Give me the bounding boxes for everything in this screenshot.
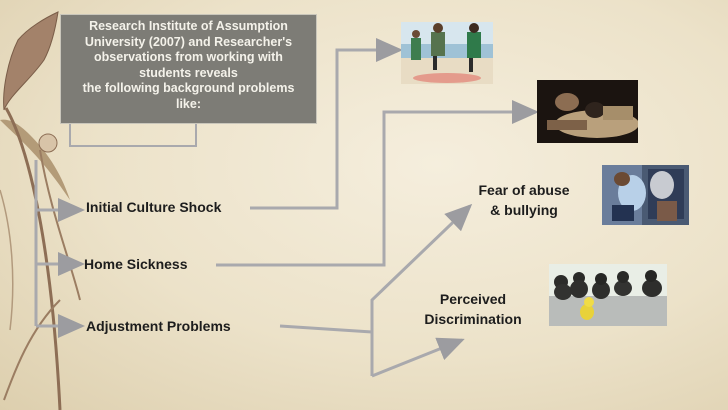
title-line: observations from working with [94, 50, 283, 65]
ducklings-photo [549, 264, 667, 326]
title-line: University (2007) and Researcher's [84, 34, 293, 49]
problem-initial-culture-shock: Initial Culture Shock [86, 199, 222, 215]
title-line: students reveals [139, 65, 238, 80]
outcome-line: Fear of abuse [478, 182, 570, 198]
title-line: Research Institute of Assumption [89, 19, 288, 33]
outcome-line: Discrimination [424, 311, 522, 327]
outcome-line: & bullying [490, 202, 558, 218]
problem-home-sickness: Home Sickness [84, 256, 188, 272]
title-line: like: [175, 96, 201, 111]
title-box: Research Institute of Assumption Univers… [60, 14, 317, 124]
outcome-perceived-discrimination: Perceived Discrimination [414, 289, 532, 329]
bullying-photo [602, 165, 689, 225]
outcome-line: Perceived [439, 291, 507, 307]
lying-student-photo [537, 80, 638, 143]
problem-adjustment-problems: Adjustment Problems [86, 318, 231, 334]
outcome-fear-of-abuse: Fear of abuse & bullying [466, 180, 582, 220]
dried-leaf-decoration [0, 11, 81, 410]
beach-students-photo [401, 22, 493, 84]
title-line: the following background problems [82, 81, 295, 96]
